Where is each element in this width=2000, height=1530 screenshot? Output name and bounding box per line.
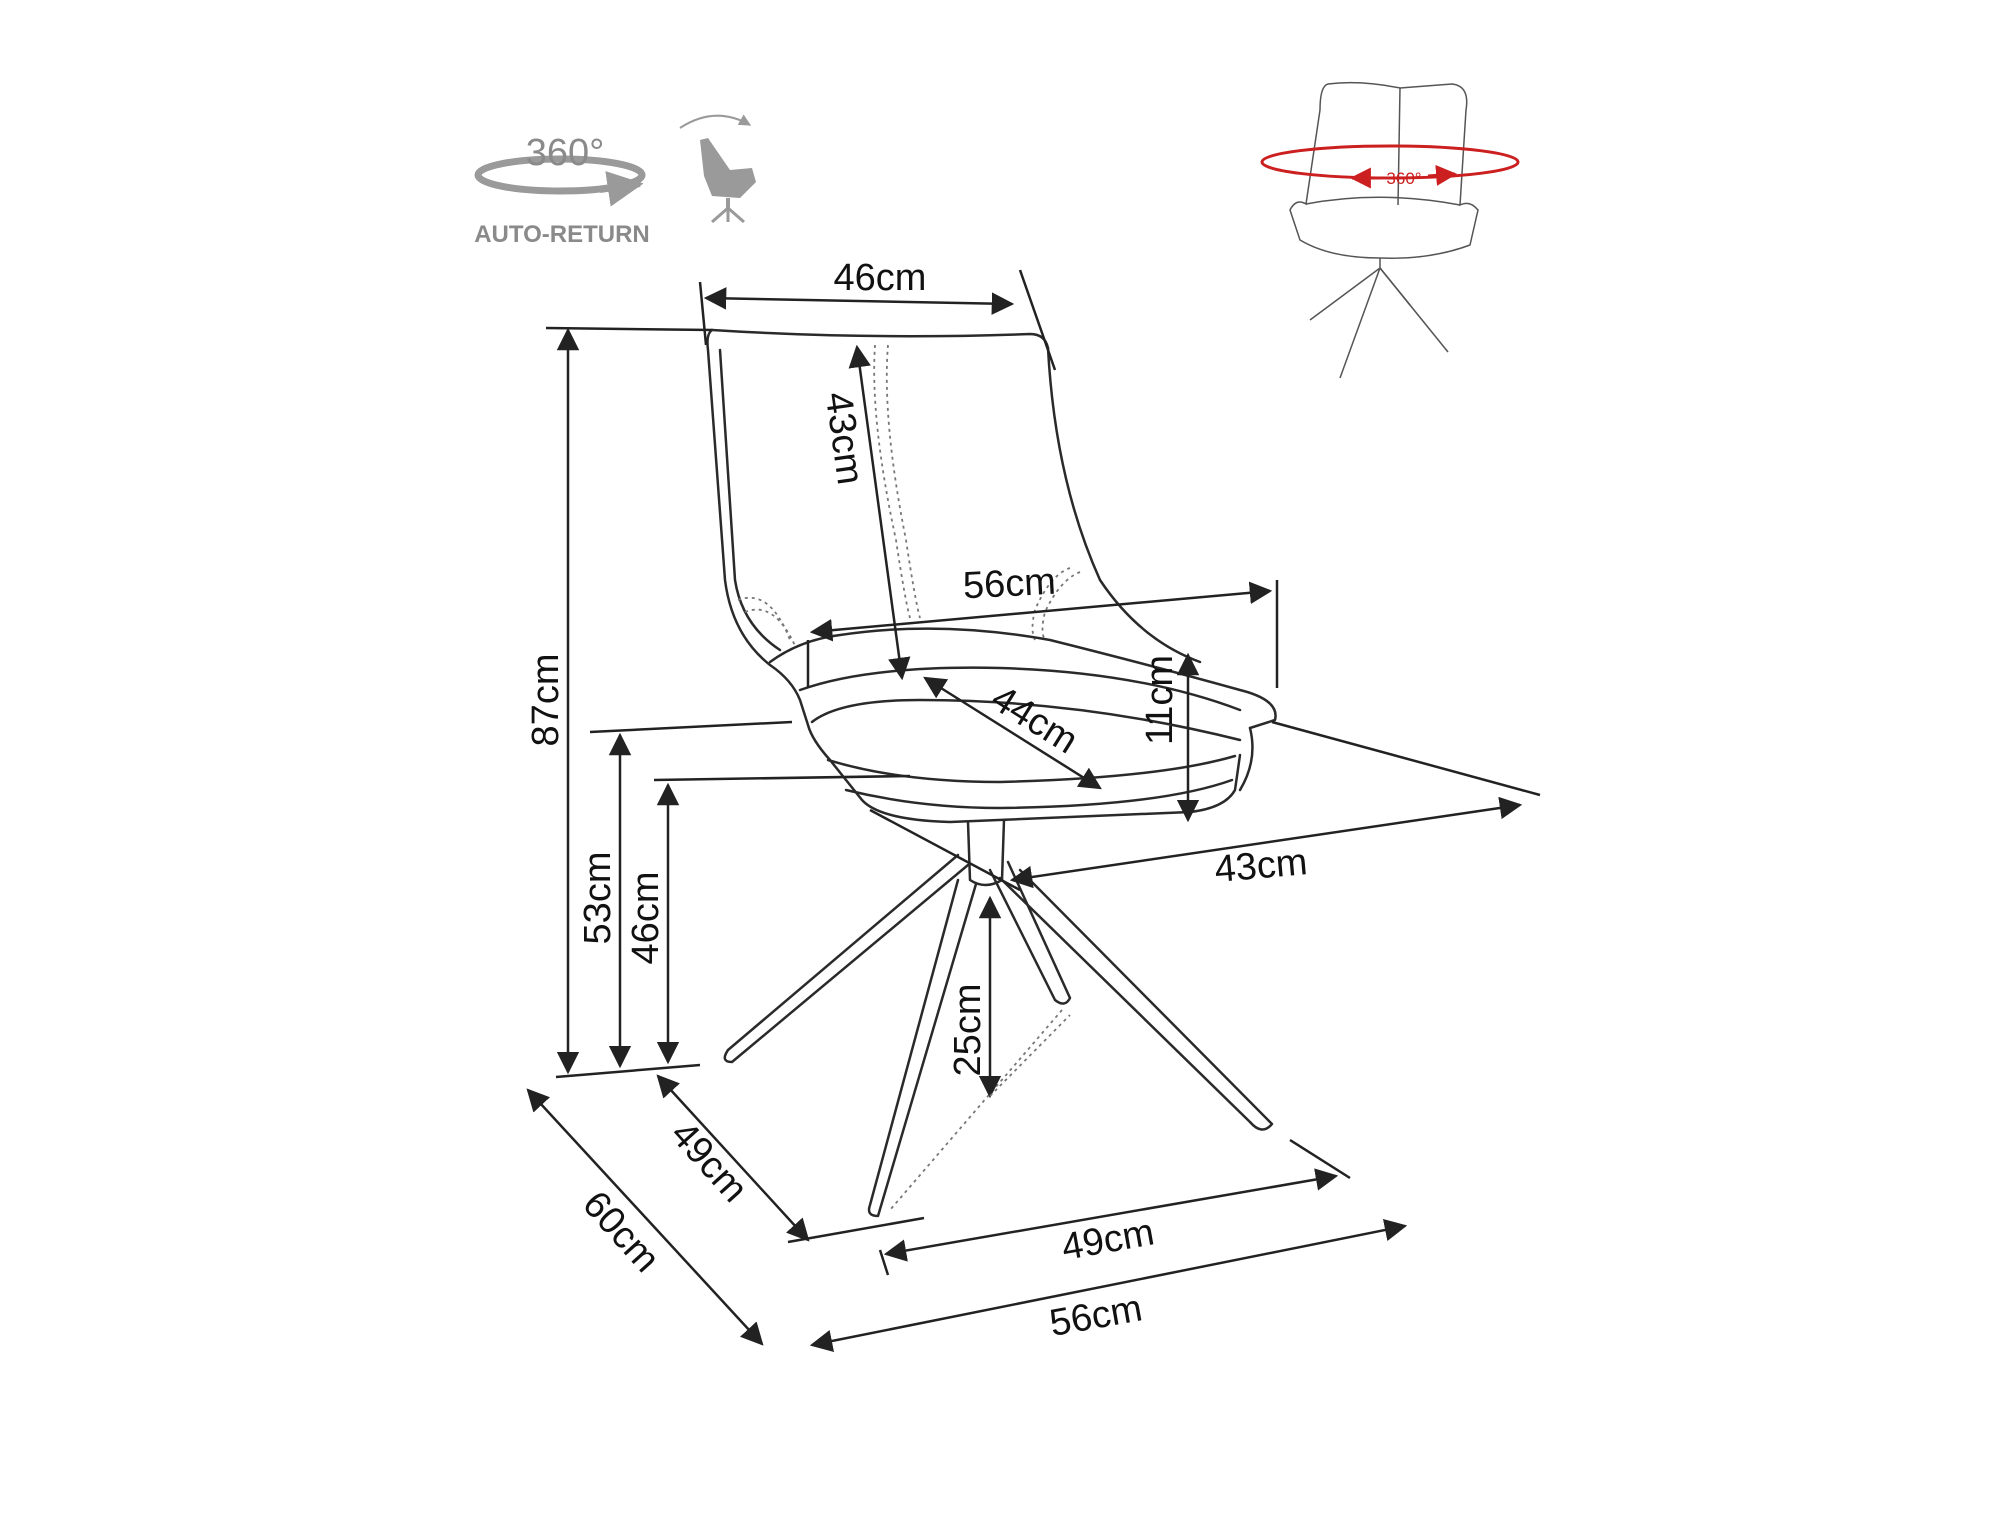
chair-outline: [706, 328, 1277, 887]
base-width-label: 49cm: [1059, 1211, 1158, 1268]
total-height-label: 87cm: [525, 654, 567, 747]
seat-depth-diag-label: 44cm: [984, 677, 1085, 762]
chair-base-legs: [723, 853, 1274, 1218]
auto-return-caption: AUTO-RETURN: [474, 221, 650, 248]
seat-depth-label: 43cm: [1213, 841, 1309, 891]
seat-height-label: 46cm: [625, 872, 667, 965]
base-height-label: 25cm: [947, 984, 989, 1077]
base-depth-label: 49cm: [662, 1113, 755, 1210]
total-depth-label: 60cm: [574, 1183, 667, 1280]
rotation-preview-chair: 360°: [1260, 81, 1520, 379]
rotation-label: 360°: [526, 132, 605, 174]
preview-rotation-label: 360°: [1386, 169, 1421, 188]
auto-return-rotation-icon: 360° AUTO-RETURN: [474, 132, 650, 248]
back-width-label: 46cm: [834, 257, 927, 299]
chair-tilt-icon: [679, 114, 756, 224]
armrest-floor-label: 53cm: [577, 852, 619, 945]
armrest-height-label: 11cm: [1139, 655, 1181, 745]
dimension-lines: [526, 269, 1541, 1353]
armrest-width-label: 56cm: [962, 561, 1057, 608]
back-height-label: 43cm: [817, 389, 872, 487]
